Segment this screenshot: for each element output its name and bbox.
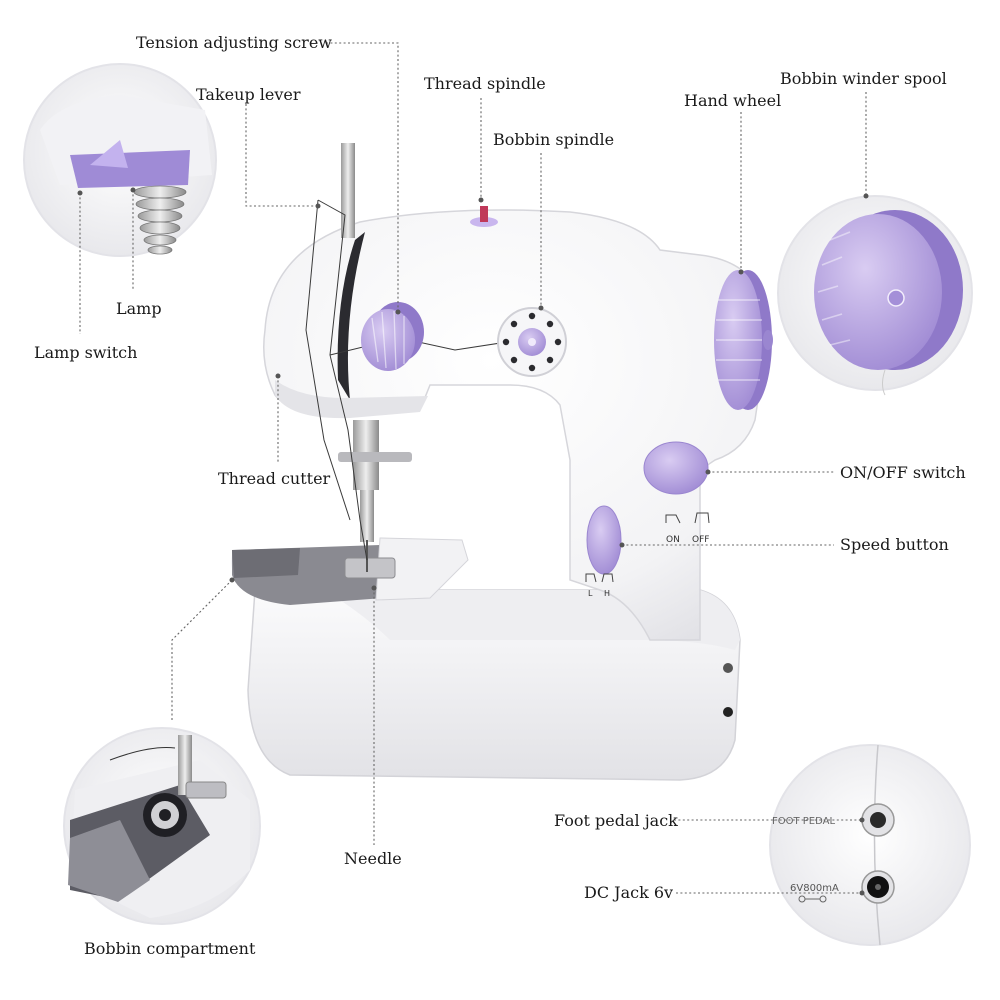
spool-detail-circle xyxy=(777,195,973,396)
label-foot-pedal-jack: Foot pedal jack xyxy=(554,811,678,830)
dc-rating-marking: 6V800mA xyxy=(790,883,839,894)
high-marking: H xyxy=(604,589,610,598)
label-bobbin-winder-spool: Bobbin winder spool xyxy=(780,69,947,88)
thread-spindle-pin xyxy=(470,206,498,227)
bobbin-spindle xyxy=(497,307,567,377)
label-takeup-lever: Takeup lever xyxy=(196,85,301,104)
on-marking: ON xyxy=(666,535,680,545)
label-thread-spindle: Thread spindle xyxy=(424,74,546,93)
speed-switch: L H xyxy=(585,505,622,598)
needle-assembly xyxy=(338,420,412,579)
label-bobbin-spindle: Bobbin spindle xyxy=(493,130,615,149)
label-dc-jack: DC Jack 6v xyxy=(584,883,674,902)
jack-detail-circle: FOOT PEDAL 6V800mA xyxy=(769,744,971,946)
label-tension-adjusting-screw: Tension adjusting screw xyxy=(136,33,332,52)
label-lamp-switch: Lamp switch xyxy=(34,343,138,362)
label-bobbin-compartment: Bobbin compartment xyxy=(84,939,256,958)
label-speed-button: Speed button xyxy=(840,535,949,554)
hand-wheel xyxy=(714,270,773,410)
low-marking: L xyxy=(588,589,593,598)
label-needle: Needle xyxy=(344,849,402,868)
tension-knob xyxy=(361,302,424,371)
foot-pedal-marking: FOOT PEDAL xyxy=(772,816,835,827)
label-on-off-switch: ON/OFF switch xyxy=(840,463,966,482)
body-jacks xyxy=(723,663,733,717)
label-lamp: Lamp xyxy=(116,299,162,318)
leader-lines xyxy=(77,42,869,896)
on-off-switch: ON OFF xyxy=(643,441,710,545)
label-hand-wheel: Hand wheel xyxy=(684,91,782,110)
off-marking: OFF xyxy=(692,535,709,545)
lamp-detail-circle xyxy=(23,63,217,257)
label-thread-cutter: Thread cutter xyxy=(218,469,331,488)
bobbin-detail-circle xyxy=(63,727,261,925)
